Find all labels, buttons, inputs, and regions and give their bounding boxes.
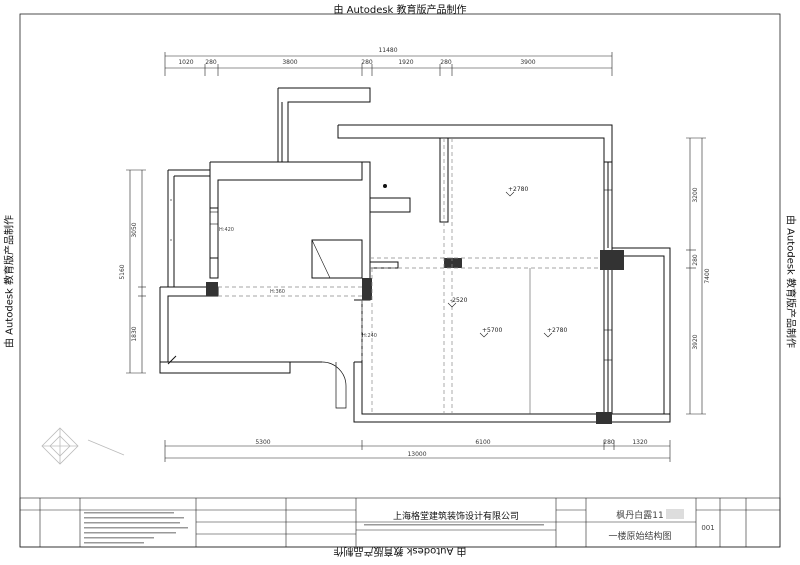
dim-top-seg-3: 3800 xyxy=(282,59,297,66)
stair-line xyxy=(311,239,331,279)
pipe-marker xyxy=(383,184,387,188)
dim-right-total: 7400 xyxy=(704,268,711,283)
height-label-3: H:240 xyxy=(362,333,377,339)
dim-bottom-seg-2: 6100 xyxy=(475,439,490,446)
elevation-3: +5700 xyxy=(482,327,502,334)
dim-bottom-total: 13000 xyxy=(407,451,426,458)
dim-top-seg-4: 280 xyxy=(361,59,373,66)
dim-bottom-seg-1: 5300 xyxy=(255,439,270,446)
dim-top-seg-6: 280 xyxy=(440,59,452,66)
height-label-1: H:420 xyxy=(219,227,234,233)
elevation-markers: +2780 -2520 +5700 +2780 xyxy=(447,186,567,338)
dim-left-seg-1: 3050 xyxy=(131,222,138,237)
dim-left-seg-2: 1830 xyxy=(131,326,138,341)
dim-top-seg-7: 3900 xyxy=(520,59,535,66)
dim-top-seg-2: 280 xyxy=(205,59,217,66)
logo-emblem xyxy=(41,427,125,465)
walls xyxy=(159,87,671,423)
elevation-1: +2780 xyxy=(508,186,528,193)
columns xyxy=(206,250,624,424)
drawing-number: 001 xyxy=(701,524,714,532)
watermark-left: 由 Autodesk 教育版产品制作 xyxy=(4,214,16,349)
company-name: 上海格堂建筑装饰设计有限公司 xyxy=(393,510,519,522)
watermark-bottom: 由 Autodesk 教育版产品制作 xyxy=(333,545,467,556)
dim-top-seg-1: 1020 xyxy=(178,59,193,66)
dim-bottom-seg-3: 280 xyxy=(603,439,615,446)
sheet-frame xyxy=(19,13,781,548)
dim-right-seg-2: 280 xyxy=(692,254,699,266)
drawing-title: 一楼原始结构图 xyxy=(608,530,671,542)
stair-box xyxy=(311,239,363,279)
dim-bottom-seg-4: 1320 xyxy=(632,439,647,446)
dim-right-seg-3: 3920 xyxy=(692,334,699,349)
height-labels: H:420 H:360 H:240 xyxy=(219,227,377,339)
project-name: 枫丹白露11 xyxy=(616,509,663,521)
dim-top-total: 11480 xyxy=(378,47,397,54)
elevation-2: -2520 xyxy=(450,297,468,304)
dimension-lines xyxy=(126,52,706,462)
title-block-grid xyxy=(19,497,781,548)
watermark-right: 由 Autodesk 教育版产品制作 xyxy=(784,214,796,349)
door-swing xyxy=(321,361,347,409)
elevation-4: +2780 xyxy=(547,327,567,334)
watermark-top: 由 Autodesk 教育版产品制作 xyxy=(333,5,467,16)
dim-left-total: 5160 xyxy=(119,264,126,279)
dim-right-seg-1: 3200 xyxy=(692,187,699,202)
dim-top-seg-5: 1920 xyxy=(398,59,413,66)
title-block-text: 上海格堂建筑装饰设计有限公司 枫丹白露11 一楼原始结构图 001 xyxy=(393,509,715,542)
title-block-fine-print xyxy=(84,512,544,544)
beam-lines xyxy=(218,138,600,414)
redaction-box xyxy=(666,509,684,519)
window-marks xyxy=(170,189,612,361)
height-label-2: H:360 xyxy=(270,289,285,295)
dimension-labels: 11480 1020 280 3800 280 1920 280 3900 53… xyxy=(119,47,711,458)
